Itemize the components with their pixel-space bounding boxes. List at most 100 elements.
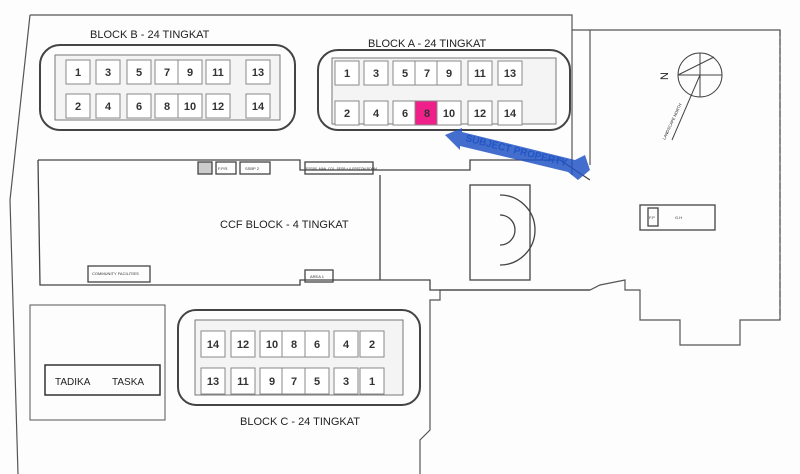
unit-number: 7 xyxy=(291,376,297,388)
unit-number: 7 xyxy=(164,67,170,79)
unit-cell xyxy=(177,59,203,85)
north-compass-icon xyxy=(671,52,723,141)
rooms-label: ESSBS, MAN. COL. SESB + & EPSTON ROOM xyxy=(306,167,377,171)
tadika-taska: TADIKA TASKA xyxy=(29,304,166,421)
unit-number: 2 xyxy=(75,101,81,113)
unit-cell xyxy=(95,59,121,85)
unit-cell xyxy=(126,93,152,119)
unit-number: 1 xyxy=(369,376,375,388)
block-a-label: BLOCK A - 24 TINGKAT xyxy=(368,38,486,50)
unit-number: 11 xyxy=(237,376,249,388)
unit-number: 6 xyxy=(402,108,408,120)
unit-cell xyxy=(359,367,385,395)
unit-cell xyxy=(245,59,271,85)
substation-label: SSBP 2 xyxy=(245,166,260,171)
unit-cell xyxy=(65,59,91,85)
unit-cell xyxy=(205,59,231,85)
unit-number: 5 xyxy=(314,376,320,388)
unit-number: 14 xyxy=(252,101,265,113)
unit-number: 9 xyxy=(446,68,452,80)
ccf-label: CCF BLOCK - 4 TINGKAT xyxy=(220,219,349,231)
unit-number: 3 xyxy=(343,376,349,388)
unit-number: 3 xyxy=(373,68,379,80)
unit-number: 10 xyxy=(266,339,278,351)
unit-cell xyxy=(359,330,385,358)
tadika-label: TADIKA xyxy=(55,377,91,388)
unit-number: 12 xyxy=(474,108,486,120)
unit-cell xyxy=(363,60,389,86)
north-label: N xyxy=(659,72,671,80)
unit-cell xyxy=(281,367,307,395)
community-label: COMMUNITY FACILITIES xyxy=(92,271,139,276)
site-boundary xyxy=(9,14,781,474)
unit-cell xyxy=(304,367,330,395)
unit-number: 4 xyxy=(343,339,350,351)
pump-label: F.P xyxy=(649,215,655,220)
block-c-label: BLOCK C - 24 TINGKAT xyxy=(240,416,360,428)
unit-number: 10 xyxy=(184,101,196,113)
unit-cell xyxy=(200,330,226,358)
unit-cell xyxy=(467,60,493,86)
subject-property-label: SUBJECT PROPERTY xyxy=(464,133,568,169)
unit-cell xyxy=(414,60,440,86)
unit-number: 7 xyxy=(424,68,430,80)
unit-number: 4 xyxy=(105,101,112,113)
compass-note: LANDSCAPE NORTH xyxy=(661,102,682,140)
unit-number: 8 xyxy=(291,339,297,351)
area-label: AREA 1 xyxy=(310,274,325,279)
unit-number: 8 xyxy=(424,108,430,120)
unit-cell xyxy=(230,367,256,395)
unit-number: 11 xyxy=(212,67,224,79)
unit-cell xyxy=(230,330,256,358)
unit-number: 14 xyxy=(207,339,220,351)
unit-cell xyxy=(65,93,91,119)
unit-cell xyxy=(177,93,203,119)
unit-number: 8 xyxy=(164,101,170,113)
unit-number: 1 xyxy=(75,67,81,79)
unit-cell xyxy=(245,93,271,119)
unit-cell xyxy=(334,60,360,86)
unit-number: 5 xyxy=(136,67,142,79)
unit-number: 13 xyxy=(207,376,219,388)
unit-cell xyxy=(436,60,462,86)
unit-number: 12 xyxy=(212,101,224,113)
unit-cell xyxy=(363,100,389,126)
unit-number: 13 xyxy=(252,67,264,79)
unit-cell xyxy=(200,367,226,395)
unit-number: 2 xyxy=(344,108,350,120)
ccf-block xyxy=(37,159,716,291)
unit-number: 6 xyxy=(314,339,320,351)
unit-number: 5 xyxy=(402,68,408,80)
unit-cell xyxy=(304,330,330,358)
unit-cell xyxy=(154,59,180,85)
unit-number: 1 xyxy=(344,68,350,80)
unit-cell xyxy=(334,100,360,126)
unit-number: 4 xyxy=(373,108,380,120)
subject-property-arrow: SUBJECT PROPERTY xyxy=(445,128,590,180)
block-b-label: BLOCK B - 24 TINGKAT xyxy=(90,29,210,41)
unit-number: 9 xyxy=(269,376,275,388)
unit-cell xyxy=(95,93,121,119)
taska-label: TASKA xyxy=(112,377,144,388)
unit-number: 13 xyxy=(504,68,516,80)
unit-number: 10 xyxy=(443,108,455,120)
guard-label: G.H xyxy=(675,215,682,220)
unit-cell xyxy=(281,330,307,358)
unit-cell xyxy=(333,367,359,395)
unit-cell xyxy=(205,93,231,119)
unit-cell xyxy=(436,100,462,126)
unit-cell xyxy=(333,330,359,358)
unit-cell xyxy=(467,100,493,126)
unit-number: 9 xyxy=(187,67,193,79)
unit-number: 11 xyxy=(474,68,486,80)
unit-number: 3 xyxy=(105,67,111,79)
unit-cell xyxy=(154,93,180,119)
fpr-label: F.P.R. xyxy=(218,166,228,171)
unit-cell xyxy=(497,60,523,86)
unit-cell xyxy=(126,59,152,85)
